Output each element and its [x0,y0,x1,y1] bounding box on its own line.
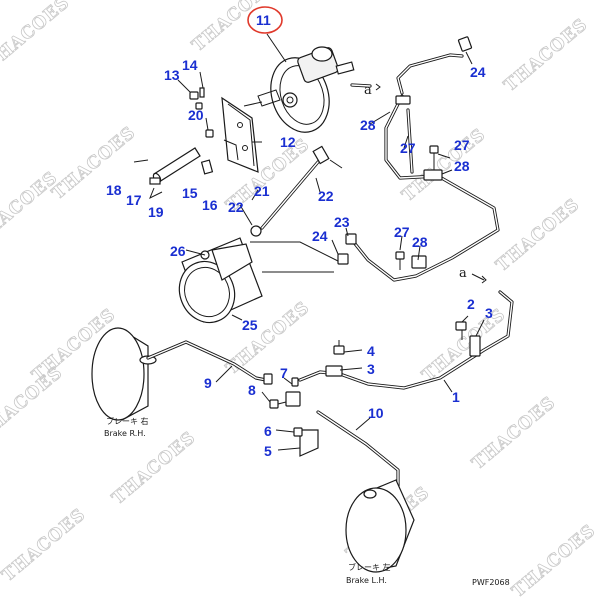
callout-22-rod[interactable]: 22 [228,199,244,215]
callout-12[interactable]: 12 [280,134,296,150]
callout-13[interactable]: 13 [164,67,180,83]
callout-3-lower[interactable]: 3 [367,361,375,377]
mounting-bracket[interactable] [221,96,259,173]
callout-25[interactable]: 25 [242,317,258,333]
callout-27-right[interactable]: 27 [454,137,470,153]
leader-lines [177,33,485,451]
upper-brake-pipe[interactable] [337,36,500,282]
vacuum-tank[interactable] [170,237,263,331]
vacuum-lines [250,241,341,273]
callout-20[interactable]: 20 [188,107,204,123]
callout-16[interactable]: 16 [202,197,218,213]
brake-rh-english-label: Brake R.H. [104,429,146,438]
reference-a-lower: a [459,266,487,284]
callout-1[interactable]: 1 [452,389,460,405]
watermark: THACOES [0,505,90,586]
callout-10[interactable]: 10 [368,405,384,421]
callout-11[interactable]: 11 [256,12,271,28]
callout-24-tank[interactable]: 24 [312,228,328,244]
brake-pipe-right-hand[interactable] [146,340,273,385]
brake-rh-japanese-label: ブレーキ 右 [106,416,149,426]
callout-27-middle[interactable]: 27 [394,224,410,240]
reference-letter-a: a [364,83,372,98]
watermark: THACOES [508,521,599,600]
callout-9[interactable]: 9 [204,375,212,391]
callout-labels: 11 14 13 20 12 18 17 19 15 16 21 22 22 2… [106,12,493,459]
brake-booster[interactable] [243,46,355,140]
watermark: THACOES [108,428,199,509]
callout-17[interactable]: 17 [126,192,142,208]
watermark: THACOES [418,305,509,386]
callout-7[interactable]: 7 [280,365,288,381]
junction-block[interactable] [269,377,319,457]
callout-2[interactable]: 2 [467,296,475,312]
nut-and-washer-set[interactable] [189,87,214,138]
reference-letter-a: a [459,266,467,281]
main-brake-pipe[interactable] [298,290,514,390]
watermark: THACOES [468,393,559,474]
brake-lh-english-label: Brake L.H. [346,576,387,585]
callout-5[interactable]: 5 [264,443,272,459]
callout-22-clevis[interactable]: 22 [318,188,334,204]
callout-3-right[interactable]: 3 [485,305,493,321]
callout-28-middle[interactable]: 28 [412,234,428,250]
brake-drum-left-hand[interactable] [345,479,415,573]
callout-21[interactable]: 21 [254,183,270,199]
reference-a-upper: a [364,83,381,98]
watermark: THACOES [0,168,62,249]
callout-28-right[interactable]: 28 [454,158,470,174]
callout-18[interactable]: 18 [106,182,122,198]
callout-28-top[interactable]: 28 [360,117,376,133]
clevis-pin[interactable] [133,147,214,200]
watermark: THACOES [492,195,583,276]
callout-23[interactable]: 23 [334,214,350,230]
highlight-ring [247,6,283,34]
brake-drum-right-hand[interactable] [91,327,157,422]
callout-8[interactable]: 8 [248,382,256,398]
callout-26[interactable]: 26 [170,243,186,259]
callout-15[interactable]: 15 [182,185,198,201]
watermark: THACOES [0,0,74,74]
callout-27-top[interactable]: 27 [400,140,416,156]
callout-4[interactable]: 4 [367,343,375,359]
callout-24-top[interactable]: 24 [470,64,486,80]
brake-lh-japanese-label: ブレーキ 左 [348,562,391,572]
callout-14[interactable]: 14 [182,57,198,73]
callout-6[interactable]: 6 [264,423,272,439]
brake-rod[interactable] [250,145,343,237]
callout-19[interactable]: 19 [148,204,164,220]
watermark: THACOES [500,15,591,96]
drawing-code: PWF2068 [472,578,510,587]
